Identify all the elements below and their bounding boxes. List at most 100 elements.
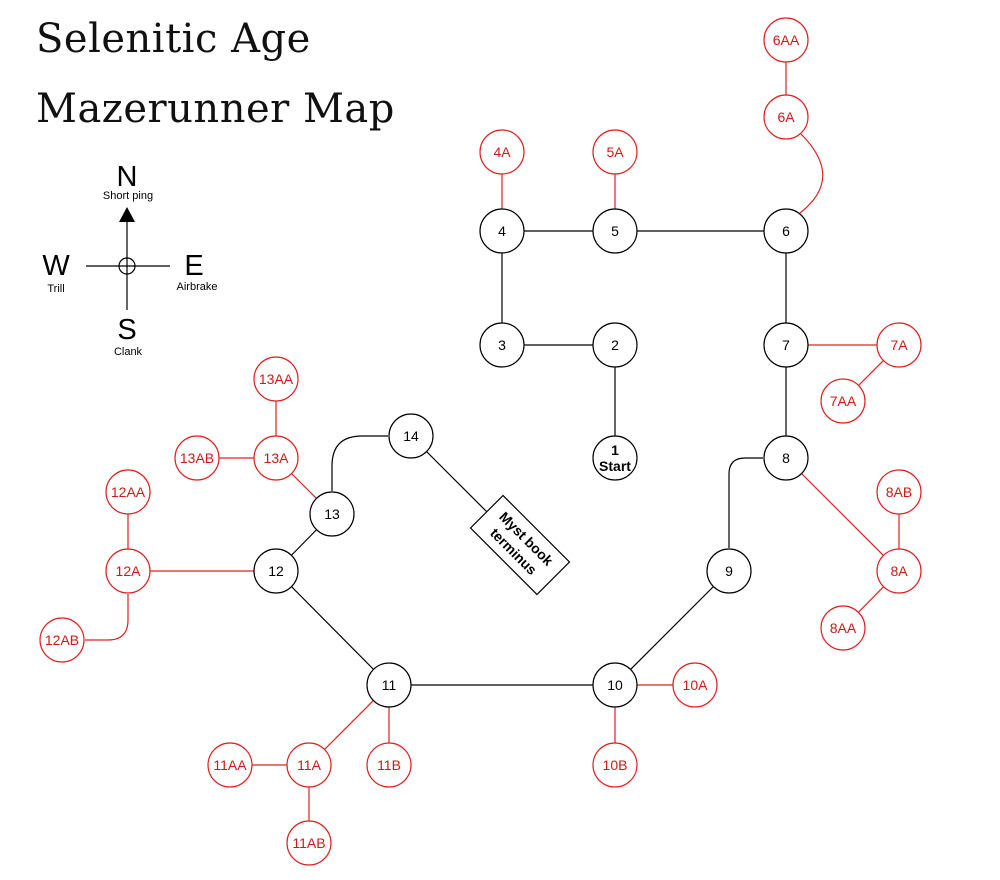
path-edge — [799, 133, 824, 214]
node-7a[interactable]: 7A — [876, 322, 922, 368]
node-10a[interactable]: 10A — [672, 662, 718, 708]
node-circle — [592, 208, 638, 254]
node-circle — [763, 208, 809, 254]
start-node-number: 1 — [611, 442, 619, 458]
path-edge — [614, 570, 730, 686]
node-label: 4 — [498, 223, 506, 239]
node-3[interactable]: 3 — [479, 322, 525, 368]
map-title-line1: Selenitic Age — [36, 16, 311, 62]
compass-south-letter: S — [117, 314, 136, 346]
node-7aa[interactable]: 7AA — [820, 378, 866, 424]
myst-book-terminus[interactable]: Myst book terminus — [469, 494, 571, 596]
node-label: 10 — [607, 677, 623, 693]
node-2[interactable]: 2 — [592, 322, 638, 368]
node-9[interactable]: 9 — [706, 548, 752, 594]
start-node-label: Start — [599, 458, 631, 474]
node-4a[interactable]: 4A — [479, 129, 525, 175]
node-11aa[interactable]: 11AA — [207, 742, 253, 788]
node-6aa[interactable]: 6AA — [763, 17, 809, 63]
node-10[interactable]: 10 — [592, 662, 638, 708]
node-label: 6AA — [773, 32, 800, 48]
node-8[interactable]: 8 — [763, 435, 809, 481]
node-label: 7AA — [830, 393, 857, 409]
node-label: 2 — [611, 337, 619, 353]
node-13a[interactable]: 13A — [253, 435, 299, 481]
node-8a[interactable]: 8A — [876, 548, 922, 594]
node-label: 7A — [890, 337, 908, 353]
node-11a[interactable]: 11A — [286, 742, 332, 788]
node-5a[interactable]: 5A — [592, 129, 638, 175]
path-edge — [275, 570, 390, 686]
node-label: 8A — [890, 563, 908, 579]
node-8ab[interactable]: 8AB — [876, 469, 922, 515]
node-circle — [105, 548, 151, 594]
node-label: 12AB — [45, 632, 79, 648]
node-label: 5A — [606, 144, 624, 160]
node-4[interactable]: 4 — [479, 208, 525, 254]
node-circle — [820, 605, 866, 651]
node-label: 12A — [116, 563, 142, 579]
compass-east-sound: Airbrake — [177, 281, 218, 293]
node-7[interactable]: 7 — [763, 322, 809, 368]
compass-north-letter: N — [117, 161, 138, 193]
node-11[interactable]: 11 — [366, 662, 412, 708]
node-label: 4A — [493, 144, 511, 160]
node-label: 8AA — [830, 620, 857, 636]
node-label: 11B — [377, 757, 401, 773]
node-circle — [366, 662, 412, 708]
node-11ab[interactable]: 11AB — [286, 820, 332, 866]
node-label: 9 — [725, 563, 733, 579]
node-circle — [592, 322, 638, 368]
node-6a[interactable]: 6A — [763, 94, 809, 140]
node-12a[interactable]: 12A — [105, 548, 151, 594]
node-circle — [479, 322, 525, 368]
node-label: 11 — [382, 677, 397, 693]
node-label: 14 — [403, 428, 419, 444]
compass-east-letter: E — [184, 250, 203, 282]
node-8aa[interactable]: 8AA — [820, 605, 866, 651]
node-circle — [388, 413, 434, 459]
node-label: 11A — [297, 757, 322, 773]
node-circle — [253, 356, 299, 402]
node-13[interactable]: 13 — [309, 491, 355, 537]
compass-west-sound: Trill — [47, 283, 64, 295]
node-circle — [592, 129, 638, 175]
node-circle — [105, 469, 151, 515]
path-edge — [785, 457, 900, 572]
node-5[interactable]: 5 — [592, 208, 638, 254]
node-label: 10A — [683, 677, 709, 693]
node-circle — [763, 17, 809, 63]
node-12aa[interactable]: 12AA — [105, 469, 151, 515]
node-circle — [253, 435, 299, 481]
node-circle — [309, 491, 355, 537]
node-11b[interactable]: 11B — [366, 742, 412, 788]
node-14[interactable]: 14 — [388, 413, 434, 459]
node-label: 6 — [782, 223, 790, 239]
path-edge — [728, 457, 763, 548]
node-circle — [876, 322, 922, 368]
node-circle — [820, 378, 866, 424]
node-circle — [876, 469, 922, 515]
node-12ab[interactable]: 12AB — [39, 617, 85, 663]
node-label: 13 — [324, 506, 340, 522]
node-circle — [672, 662, 718, 708]
node-1-start[interactable]: 1 Start — [592, 435, 638, 481]
node-6[interactable]: 6 — [763, 208, 809, 254]
node-label: 11AA — [213, 757, 247, 773]
node-circle — [286, 742, 332, 788]
node-12[interactable]: 12 — [253, 548, 299, 594]
node-circle — [39, 617, 85, 663]
node-13ab[interactable]: 13AB — [174, 435, 220, 481]
node-circle — [763, 94, 809, 140]
node-circle — [479, 208, 525, 254]
node-label: 8 — [782, 450, 790, 466]
node-13aa[interactable]: 13AA — [253, 356, 299, 402]
node-circle — [253, 548, 299, 594]
node-circle — [174, 435, 220, 481]
node-circle — [706, 548, 752, 594]
node-label: 5 — [611, 223, 619, 239]
node-10b[interactable]: 10B — [592, 742, 638, 788]
node-circle — [366, 742, 412, 788]
node-circle — [286, 820, 332, 866]
